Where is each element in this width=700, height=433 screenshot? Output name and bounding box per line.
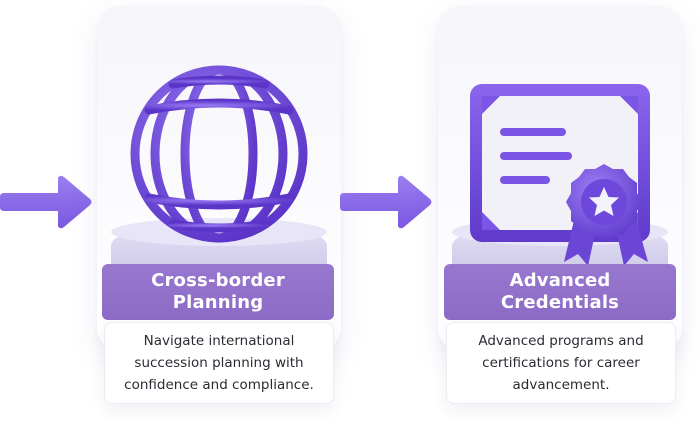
card-description-line: confidence and compliance.	[124, 377, 314, 393]
card-description: Advanced programs and certifications for…	[446, 322, 676, 404]
card-title-line: Cross-border	[151, 270, 285, 291]
card-description-line: advancement.	[512, 377, 610, 393]
card-title: Cross-border Planning	[102, 264, 334, 320]
arrow-right-icon	[340, 175, 432, 229]
card-description-line: certifications for career	[482, 355, 640, 371]
globe-icon	[111, 65, 327, 268]
card-description-line: succession planning with	[134, 355, 304, 371]
card-title: Advanced Credentials	[444, 264, 676, 320]
arrow-right-icon	[0, 175, 92, 229]
card-description: Navigate international succession planni…	[104, 322, 334, 404]
card-description-line: Navigate international	[143, 333, 295, 349]
card-title-line: Advanced	[509, 270, 611, 291]
card-title-line: Credentials	[500, 292, 620, 313]
certificate-icon	[452, 84, 668, 268]
card-title-line: Planning	[172, 292, 264, 313]
card-description-line: Advanced programs and	[478, 333, 644, 349]
